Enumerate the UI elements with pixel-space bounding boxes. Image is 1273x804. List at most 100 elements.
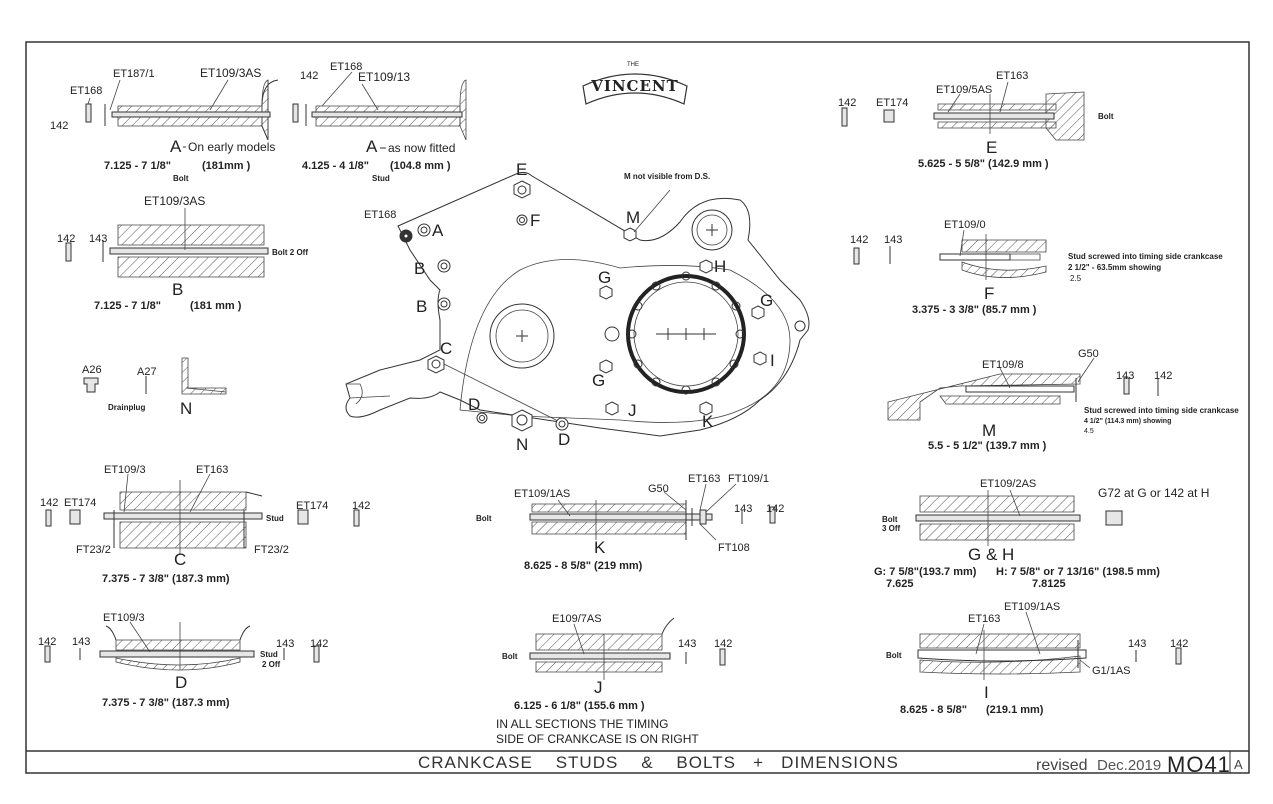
crankcase-label-m: M (626, 208, 640, 227)
part-label: 143 (276, 638, 294, 650)
part-label: ET109/3 (104, 464, 146, 476)
title-block: CRANKCASE STUDS & BOLTS + DIMENSIONS rev… (418, 751, 1243, 777)
dimension-g-decimal: 7.625 (886, 578, 914, 590)
crankcase-label-d2: D (558, 430, 570, 449)
section-caption: I (984, 683, 989, 702)
part-label: 143 (678, 638, 696, 650)
sheet-border (25, 41, 1250, 774)
section-caption: J (594, 678, 603, 697)
part-label: 143 (89, 233, 107, 245)
stud-note-decimal: 4.5 (1084, 428, 1094, 435)
crankcase-label-h: H (714, 257, 726, 276)
dimension-text: 3.375 - 3 3/8" (85.7 mm ) (912, 304, 1037, 316)
section-caption: G & H (968, 545, 1014, 564)
crankcase-label-g1: G (598, 268, 611, 287)
crankcase-label-d1: D (468, 395, 480, 414)
dimension-text: 5.5 - 5 1/2" (139.7 mm ) (928, 440, 1047, 452)
part-label: 143 (734, 503, 752, 515)
crankcase-label-f: F (530, 211, 540, 230)
section-caption: D (175, 673, 187, 692)
part-label: ET174 (876, 97, 908, 109)
dimension-g: G: 7 5/8"(193.7 mm) (874, 566, 977, 578)
section-g-h: ET109/2AS G72 at G or 142 at H Bolt 3 Of… (874, 478, 1209, 590)
section-caption: E (986, 138, 997, 157)
dimension-mm: (219.1 mm) (986, 704, 1044, 716)
g72-note: G72 at G or 142 at H (1098, 486, 1209, 500)
part-label: ET109/3 (103, 612, 145, 624)
part-label: ET109/2AS (980, 478, 1036, 490)
section-f: ET109/0 142 143 Stud screwed into timing… (850, 219, 1223, 316)
part-label: 142 (50, 120, 68, 132)
part-label: 143 (1128, 638, 1146, 650)
dimension-text: 5.625 - 5 5/8" (142.9 mm ) (918, 158, 1049, 170)
part-label: G1/1AS (1092, 665, 1131, 677)
part-label: 142 (838, 97, 856, 109)
fastener-type: Stud (266, 514, 284, 523)
part-label: ET109/3AS (200, 66, 261, 80)
section-k: ET109/1AS G50 ET163 FT109/1 143 142 FT10… (476, 473, 784, 572)
part-label: 142 (310, 638, 328, 650)
part-label: 142 (714, 638, 732, 650)
part-label: 142 (300, 70, 318, 82)
part-label: 143 (1116, 370, 1134, 382)
fastener-type: Bolt 2 Off (272, 248, 308, 257)
section-n: A26 A27 Drainplug N (82, 357, 227, 418)
part-label: ET109/5AS (936, 84, 992, 96)
part-label: FT23/2 (76, 544, 111, 556)
timing-note-line-2: SIDE OF CRANKCASE IS ON RIGHT (496, 732, 699, 746)
caption-note: On early models (188, 140, 275, 154)
dimension-text: 8.625 - 8 5/8" (219 mm) (524, 560, 643, 572)
part-label: 142 (1154, 370, 1172, 382)
section-m: ET109/8 G50 143 142 Stud screwed into ti… (887, 348, 1239, 452)
part-label: FT23/2 (254, 544, 289, 556)
part-label: ET168 (330, 61, 362, 73)
part-label: A26 (82, 364, 102, 376)
dimension-text: 7.125 - 7 1/8" (94, 300, 161, 312)
crankcase-label-k: K (702, 412, 714, 431)
dimension-text: 7.125 - 7 1/8" (104, 160, 171, 172)
stud-note-length: 2 1/2" - 63.5mm showing (1068, 263, 1161, 272)
part-label: 142 (1170, 638, 1188, 650)
part-label: 143 (884, 234, 902, 246)
dimension-text: 7.375 - 7 3/8" (187.3 mm) (102, 573, 230, 585)
part-label: FT109/1 (728, 473, 769, 485)
dimension-h: H: 7 5/8" or 7 13/16" (198.5 mm) (996, 566, 1160, 578)
fastener-type: Bolt (502, 652, 518, 661)
crankcase-label-a: A (432, 221, 444, 240)
dimension-text: 7.375 - 7 3/8" (187.3 mm) (102, 697, 230, 709)
part-label: ET109/0 (944, 219, 986, 231)
section-caption: F (984, 284, 994, 303)
part-label: ET163 (996, 70, 1028, 82)
crankcase-label-b1: B (414, 259, 425, 278)
part-label: ET109/13 (358, 70, 410, 84)
part-label: ET174 (296, 500, 328, 512)
fastener-type: Stud (260, 650, 278, 659)
section-c: ET109/3 ET163 142 ET174 FT23/2 FT23/2 ET… (40, 464, 370, 585)
fastener-type: Drainplug (108, 403, 145, 412)
part-label: ET187/1 (113, 68, 155, 80)
dimension-text: 4.125 - 4 1/8" (302, 160, 369, 172)
part-label: ET109/1AS (1004, 601, 1060, 613)
part-label: 142 (38, 636, 56, 648)
stud-note-decimal: 2.5 (1070, 274, 1082, 283)
dimension-h-decimal: 7.8125 (1032, 578, 1066, 590)
dimension-text: 6.125 - 6 1/8" (155.6 mm ) (514, 700, 645, 712)
part-label: E109/7AS (552, 613, 602, 625)
section-b: ET109/3AS 142 143 Bolt 2 Off B 7.125 - 7… (57, 194, 308, 312)
part-label: G50 (648, 483, 669, 495)
part-label: 142 (352, 500, 370, 512)
vincent-logo: THE VINCENT (582, 62, 688, 105)
section-a-early: ET187/1 ET109/3AS ET168 142 A On early m… (50, 66, 279, 183)
crankcase-label-i: I (770, 351, 775, 370)
crankcase-label-j: J (628, 401, 637, 420)
part-label: ET168 (70, 85, 102, 97)
revised-label: revised (1036, 757, 1088, 774)
stud-note: Stud screwed into timing side crankcase (1068, 252, 1223, 261)
part-label: 142 (766, 503, 784, 515)
crankcase-label-c: C (440, 339, 452, 358)
part-label: ET109/8 (982, 359, 1024, 371)
part-label: ET109/1AS (514, 488, 570, 500)
drawing-number: MO41 (1167, 752, 1231, 777)
caption-note: as now fitted (388, 141, 455, 155)
